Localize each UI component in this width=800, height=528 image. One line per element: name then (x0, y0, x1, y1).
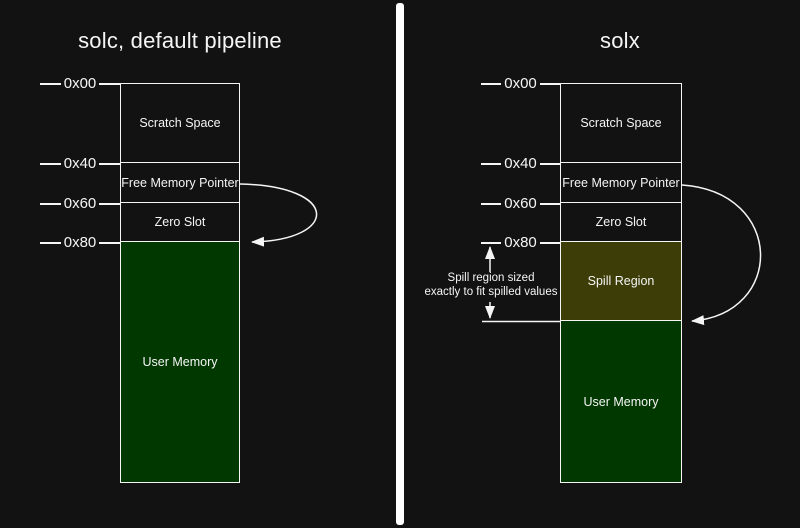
solc-free-memory-pointer-cell: Free Memory Pointer (121, 163, 239, 203)
spill-region-annotation: Spill region sized exactly to fit spille… (411, 271, 571, 299)
tick-text: 0x40 (60, 155, 100, 172)
solx-spill-region-cell: Spill Region (561, 242, 681, 321)
solx-memory-column: Scratch Space Free Memory Pointer Zero S… (560, 83, 682, 483)
spill-annotation-line1: Spill region sized (447, 272, 535, 284)
panel-divider (396, 3, 404, 525)
tick-text: 0x60 (501, 195, 540, 212)
solc-zero-slot-cell: Zero Slot (121, 203, 239, 242)
solx-scratch-space-cell: Scratch Space (561, 84, 681, 163)
solc-tick-label-0x60: 0x60 (40, 194, 120, 214)
tick-text: 0x00 (501, 75, 540, 92)
solx-tick-label-0x40: 0x40 (481, 154, 560, 174)
tick-text: 0x80 (501, 234, 540, 251)
solx-tick-label-0x60: 0x60 (481, 194, 560, 214)
solx-tick-label-0x00: 0x00 (481, 74, 560, 94)
tick-text: 0x00 (60, 75, 100, 92)
solc-panel-title: solc, default pipeline (78, 28, 282, 53)
solx-panel-title: solx (600, 28, 640, 53)
solx-fmp-pointer-arrow (681, 184, 762, 326)
solx-free-memory-pointer-cell: Free Memory Pointer (561, 163, 681, 203)
tick-text: 0x60 (60, 195, 100, 212)
tick-text: 0x40 (501, 155, 540, 172)
spill-annotation-line2: exactly to fit spilled values (424, 286, 558, 298)
solc-tick-label-0x00: 0x00 (40, 74, 120, 94)
solc-fmp-pointer-arrow (239, 183, 318, 247)
solc-tick-label-0x80: 0x80 (40, 233, 120, 253)
solx-user-memory-cell: User Memory (561, 321, 681, 482)
solc-scratch-space-cell: Scratch Space (121, 84, 239, 163)
solc-tick-label-0x40: 0x40 (40, 154, 120, 174)
solc-user-memory-cell: User Memory (121, 242, 239, 482)
solc-memory-column: Scratch Space Free Memory Pointer Zero S… (120, 83, 240, 483)
solx-tick-label-0x80: 0x80 (481, 233, 560, 253)
solx-zero-slot-cell: Zero Slot (561, 203, 681, 242)
tick-text: 0x80 (60, 234, 100, 251)
